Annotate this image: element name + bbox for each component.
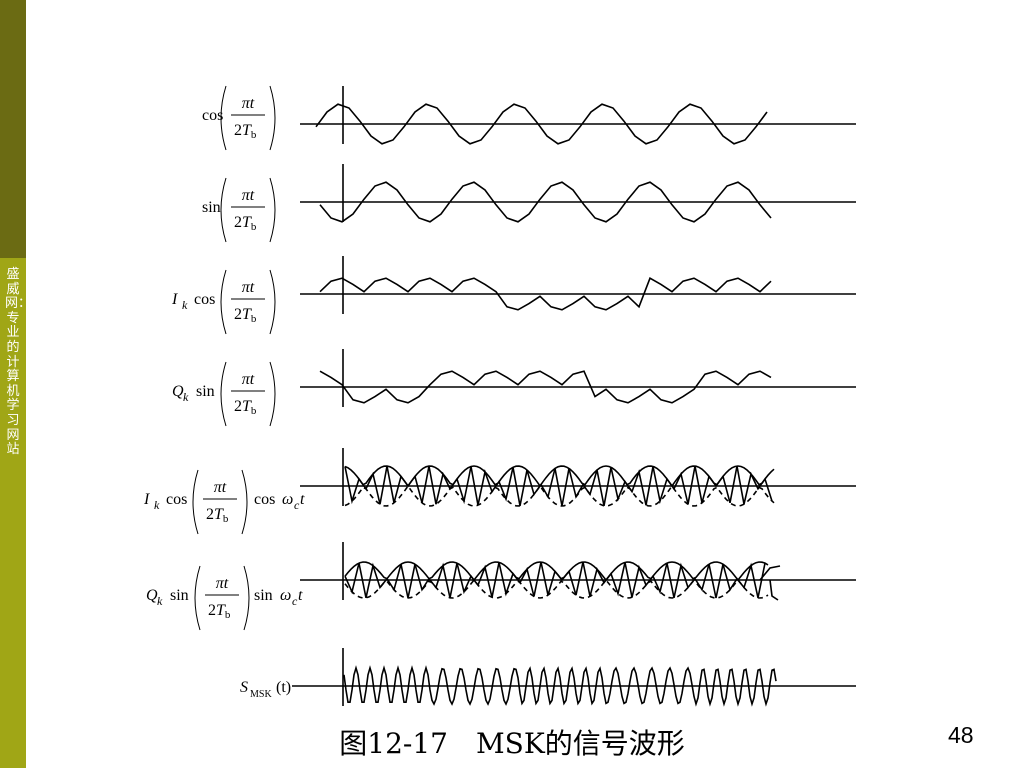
label-row2-paren-right xyxy=(269,177,276,243)
label-row2-sin: sin xyxy=(202,199,221,216)
waveform-row7-smsk xyxy=(343,665,777,707)
label-row5-t: t xyxy=(300,491,305,508)
envelope-row6-lower xyxy=(344,578,769,599)
label-row5-paren-left xyxy=(192,469,199,535)
waveform-row3-ik-cos xyxy=(319,277,772,311)
label-row7-S: S xyxy=(240,679,248,696)
label-row3-numerator: πt xyxy=(242,279,255,296)
label-row5-k: k xyxy=(154,498,160,512)
label-row6-c: c xyxy=(292,594,298,608)
label-row6-numerator: πt xyxy=(216,575,229,592)
label-row7-msk: MSK xyxy=(250,689,272,700)
sidebar-band-top xyxy=(0,0,26,258)
figure-caption: 图12-17 MSK的信号波形 xyxy=(339,727,685,760)
label-row4-paren-right xyxy=(269,361,276,427)
sidebar-band-bottom xyxy=(0,258,26,768)
waveform-row2-sin xyxy=(319,181,772,223)
waveform-row4-qk-sin xyxy=(319,370,772,404)
waveform-row1-cos xyxy=(315,103,768,145)
label-row6-paren-right xyxy=(243,565,250,631)
label-row1-denominator: 2Tb xyxy=(234,122,257,141)
label-row5-numerator: πt xyxy=(214,479,227,496)
label-row2-paren-left xyxy=(220,177,227,243)
label-row3-denominator: 2Tb xyxy=(234,306,257,325)
label-row6-sin: sin xyxy=(170,587,189,604)
label-row3-paren-right xyxy=(269,269,276,335)
label-row4-Q: Q xyxy=(172,383,184,400)
label-row4-denominator: 2Tb xyxy=(234,398,257,417)
label-row5-paren-right xyxy=(241,469,248,535)
label-row7-t: (t) xyxy=(276,679,291,696)
label-row6-sin2: sin xyxy=(254,587,273,604)
page-number: 48 xyxy=(948,722,974,748)
label-row5-cos2: cos xyxy=(254,491,275,508)
label-row6-k: k xyxy=(157,594,163,608)
label-row3-k: k xyxy=(182,298,188,312)
label-row5-denominator: 2Tb xyxy=(206,506,229,525)
label-row2-denominator: 2Tb xyxy=(234,214,257,233)
label-row4-paren-left xyxy=(220,361,227,427)
waveform-row5-carrier xyxy=(344,465,773,507)
label-row5-omega: ω xyxy=(282,491,293,508)
label-row6-Q: Q xyxy=(146,587,158,604)
label-row2-numerator: πt xyxy=(242,187,255,204)
waveform-row6-tail xyxy=(759,565,781,601)
envelope-row5-lower xyxy=(344,484,775,507)
label-row6-t: t xyxy=(298,587,303,604)
label-row6-denominator: 2Tb xyxy=(208,602,231,621)
envelope-row6-upper xyxy=(344,561,769,582)
label-row3-paren-left xyxy=(220,269,227,335)
label-row1-numerator: πt xyxy=(242,95,255,112)
label-row5-c: c xyxy=(294,498,300,512)
label-row5-I: I xyxy=(143,491,150,508)
label-row5-cos: cos xyxy=(166,491,187,508)
label-row4-sin: sin xyxy=(196,383,215,400)
label-row1-paren-left xyxy=(220,85,227,151)
envelope-row5-upper xyxy=(344,465,775,488)
label-row1-paren-right xyxy=(269,85,276,151)
label-row6-omega: ω xyxy=(280,587,291,604)
label-row4-numerator: πt xyxy=(242,371,255,388)
label-row1-cos: cos xyxy=(202,107,223,124)
label-row3-I: I xyxy=(171,291,178,308)
label-row3-cos: cos xyxy=(194,291,215,308)
label-row4-k: k xyxy=(183,390,189,404)
label-row6-paren-left xyxy=(194,565,201,631)
